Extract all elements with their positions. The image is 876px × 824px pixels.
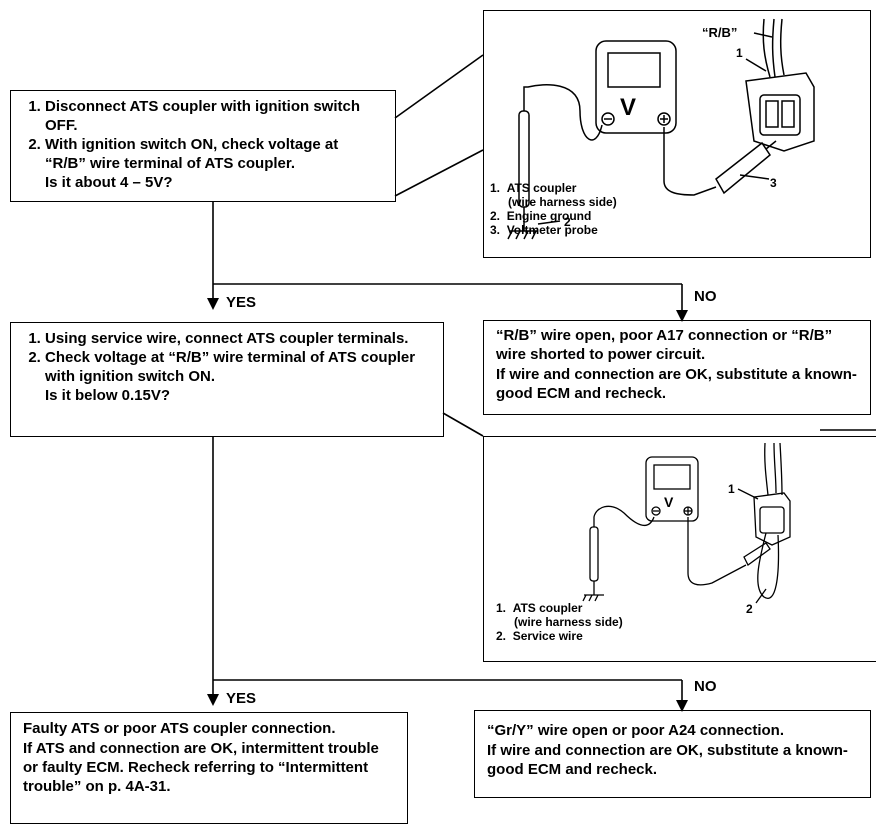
figure2-leader-left xyxy=(442,412,484,437)
callout-2: 2 xyxy=(564,215,571,229)
step1-item-1: Disconnect ATS coupler with ignition swi… xyxy=(45,97,381,135)
legend2-item-1-sub: (wire harness side) xyxy=(514,615,623,629)
no1-line-1: “R/B” wire open, poor A17 connection or … xyxy=(496,327,833,363)
no2-result-box: “Gr/Y” wire open or poor A24 connection.… xyxy=(474,710,871,798)
step1-list: Disconnect ATS coupler with ignition swi… xyxy=(19,97,381,173)
no2-label: NO xyxy=(694,678,717,695)
no2-line-1: “Gr/Y” wire open or poor A24 connection. xyxy=(487,722,784,739)
figure2-illustration: V 1 2 xyxy=(582,442,791,616)
yes2-result-box: Faulty ATS or poor ATS coupler connectio… xyxy=(10,712,408,824)
no1-result-box: “R/B” wire open, poor A17 connection or … xyxy=(483,320,871,415)
figure1-frame: V “R/B” 1 2 3 1. ATS coupler (wire harne… xyxy=(483,10,871,258)
figure1-legend: 1. ATS coupler (wire harness side) 2. En… xyxy=(490,181,617,237)
no2-line-2: If wire and connection are OK, substitut… xyxy=(487,742,848,778)
step2-item-1: Using service wire, connect ATS coupler … xyxy=(45,329,429,348)
yes2-label: YES xyxy=(226,690,257,707)
step1-question: Is it about 4 – 5V? xyxy=(45,174,173,191)
voltmeter-body xyxy=(595,40,677,134)
figure1-illustration: V “R/B” 1 2 3 xyxy=(507,18,815,240)
legend1-item-1: ATS coupler xyxy=(506,181,577,195)
no1-line-2: If wire and connection are OK, substitut… xyxy=(496,366,857,402)
yes2-arrowhead xyxy=(207,694,219,706)
ats-coupler xyxy=(745,72,815,152)
voltmeter-symbol: V xyxy=(620,94,636,121)
fig2-callout-1: 1 xyxy=(728,482,735,496)
yes2-line-2: If ATS and connection are OK, intermitte… xyxy=(23,740,379,795)
legend2-item-2: Service wire xyxy=(512,629,583,643)
legend1-item-1-sub: (wire harness side) xyxy=(508,195,617,209)
no1-label: NO xyxy=(694,288,717,305)
rb-wire-label: “R/B” xyxy=(702,25,737,40)
voltmeter2-display xyxy=(653,464,691,490)
service-wire xyxy=(757,532,780,599)
step2-box: Using service wire, connect ATS coupler … xyxy=(10,322,444,437)
no1-arrowhead xyxy=(676,310,688,322)
step2-item-2: Check voltage at “R/B” wire terminal of … xyxy=(45,348,429,386)
ground-probe-2 xyxy=(589,526,599,582)
yes1-label: YES xyxy=(226,294,257,311)
voltmeter2-body xyxy=(645,456,699,522)
figure2-legend: 1. ATS coupler (wire harness side) 2. Se… xyxy=(496,601,623,643)
step1-box: Disconnect ATS coupler with ignition swi… xyxy=(10,90,396,202)
callout-1: 1 xyxy=(736,46,743,60)
voltmeter-probe xyxy=(715,141,771,195)
fig2-callout-2: 2 xyxy=(746,602,753,616)
legend2-item-1: ATS coupler xyxy=(512,601,583,615)
no2-arrowhead xyxy=(676,700,688,712)
yes1-arrowhead xyxy=(207,298,219,310)
step2-question: Is it below 0.15V? xyxy=(45,387,171,404)
legend1-item-3: Voltmeter probe xyxy=(506,223,598,237)
figure2-frame: V 1 2 1. ATS coupler (wire harness side)… xyxy=(483,436,876,662)
ats-coupler-2 xyxy=(753,492,791,546)
callout-3: 3 xyxy=(770,176,777,190)
yes2-line-1: Faulty ATS or poor ATS coupler connectio… xyxy=(23,720,336,737)
figure1-leader-bottom xyxy=(394,149,484,197)
step2-list: Using service wire, connect ATS coupler … xyxy=(19,329,429,386)
voltmeter2-symbol: V xyxy=(664,494,674,510)
legend1-item-2: Engine ground xyxy=(506,209,592,223)
step1-item-2: With ignition switch ON, check voltage a… xyxy=(45,135,381,173)
figure1-leader-top xyxy=(394,54,484,119)
voltmeter-display xyxy=(607,52,661,88)
